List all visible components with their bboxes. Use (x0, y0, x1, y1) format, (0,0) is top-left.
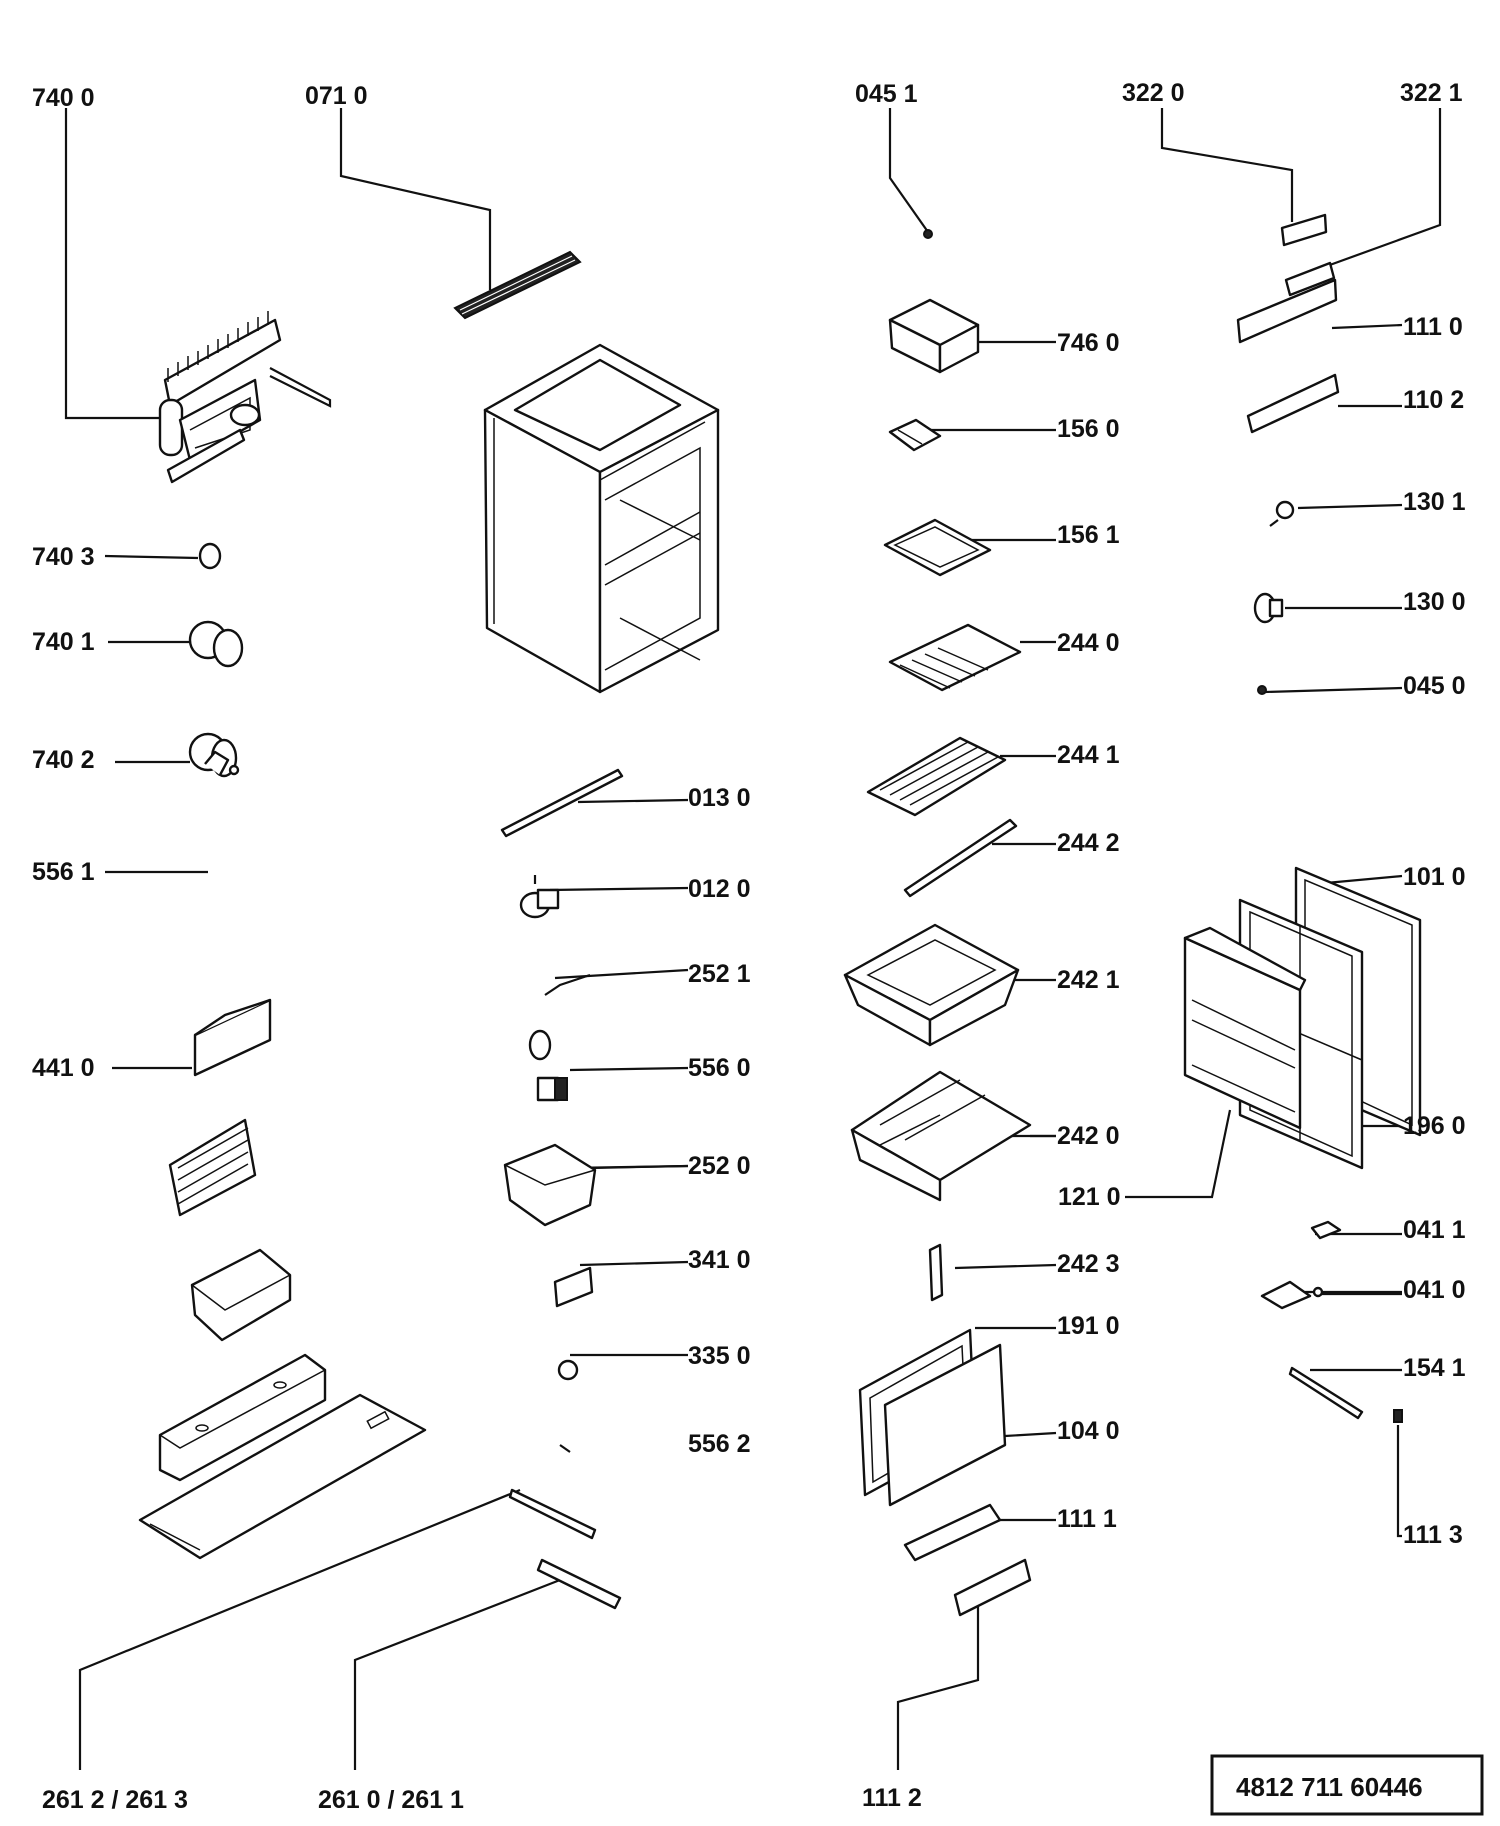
grille-drawing (453, 250, 582, 320)
bracket-322-1-drawing (1284, 261, 1336, 297)
leader-lines (64, 108, 1442, 1770)
screw-045-0-drawing (1257, 685, 1267, 695)
plate-341-0-drawing (553, 1266, 594, 1308)
label-156-1: 156 1 (1057, 521, 1120, 549)
knob-335-0-drawing (557, 1359, 579, 1381)
thermostat-knob-drawing (1269, 500, 1295, 527)
label-111-3: 111 3 (1403, 1521, 1463, 1549)
cabinet-drawing (483, 343, 720, 694)
label-156-0: 156 0 (1057, 415, 1120, 443)
label-191-0: 191 0 (1057, 1312, 1120, 1340)
label-322-1: 322 1 (1400, 79, 1463, 107)
label-746-0: 746 0 (1057, 329, 1120, 357)
label-071-0: 071 0 (305, 82, 368, 110)
label-252-1: 252 1 (688, 960, 751, 988)
label-196-0: 196 0 (1403, 1112, 1466, 1140)
strip-261-0-drawing (536, 1558, 622, 1610)
heater-block-drawing (168, 1118, 257, 1217)
thermostat-drawing (1253, 592, 1284, 624)
grommet-740-3-drawing (198, 542, 222, 570)
label-244-2: 244 2 (1057, 829, 1120, 857)
clip-556-1-drawing (204, 750, 240, 776)
label-041-0: 041 0 (1403, 1276, 1466, 1304)
label-242-3: 242 3 (1057, 1250, 1120, 1278)
door-liner-121-drawing (1183, 926, 1307, 1130)
light-housing-drawing (503, 1143, 597, 1227)
label-244-0: 244 0 (1057, 629, 1120, 657)
label-740-3: 740 3 (32, 543, 95, 571)
handle-111-2-drawing (953, 1558, 1032, 1617)
ice-tray-drawing (888, 418, 942, 452)
label-740-1: 740 1 (32, 628, 95, 656)
label-740-2: 740 2 (32, 746, 95, 774)
cap-111-3-drawing (1393, 1409, 1403, 1423)
handle-111-0-drawing (1236, 278, 1338, 344)
label-012-0: 012 0 (688, 875, 751, 903)
cooling-unit-drawing (158, 311, 332, 484)
label-740-0: 740 0 (32, 84, 95, 112)
label-104-0: 104 0 (1057, 1417, 1120, 1445)
label-041-1: 041 1 (1403, 1216, 1466, 1244)
wire-shelf-drawing (866, 736, 1007, 817)
document-number: 4812 711 60446 (1236, 1772, 1423, 1802)
handle-111-1-drawing (903, 1503, 1002, 1562)
label-101-0: 101 0 (1403, 863, 1466, 891)
pin-556-2-drawing (559, 1444, 571, 1453)
freezer-box-drawing (888, 298, 980, 374)
wire-252-1-drawing (544, 973, 591, 996)
label-130-0: 130 0 (1403, 588, 1466, 616)
label-111-0: 111 0 (1403, 313, 1463, 341)
sleeve-740-1-drawing (188, 620, 244, 668)
label-130-1: 130 1 (1403, 488, 1466, 516)
label-111-2: 111 2 (862, 1784, 922, 1812)
base-plate-drawing (138, 1393, 427, 1560)
shelf-trim-drawing (903, 818, 1018, 898)
label-556-1: 556 1 (32, 858, 95, 886)
label-261-2: 261 2 / 261 3 (42, 1786, 188, 1814)
rod-013-0-drawing (500, 768, 624, 838)
cover-441-0-drawing (193, 998, 272, 1077)
label-261-0: 261 0 / 261 1 (318, 1786, 464, 1814)
part-labels: 740 0 071 0 045 1 322 0 322 1 746 0 111 … (32, 79, 1466, 1814)
base-bar-drawing (158, 1353, 327, 1482)
label-244-1: 244 1 (1057, 741, 1120, 769)
label-252-0: 252 0 (688, 1152, 751, 1180)
clip-242-3-drawing (928, 1243, 944, 1302)
hinge-041-0-drawing (1260, 1280, 1324, 1310)
label-242-1: 242 1 (1057, 966, 1120, 994)
label-322-0: 322 0 (1122, 79, 1185, 107)
label-556-2: 556 2 (688, 1430, 751, 1458)
label-110-2: 110 2 (1403, 386, 1464, 414)
door-104-0-drawing (883, 1343, 1007, 1507)
label-154-1: 154 1 (1403, 1354, 1466, 1382)
label-441-0: 441 0 (32, 1054, 95, 1082)
label-045-1: 045 1 (855, 80, 918, 108)
bracket-322-0-drawing (1280, 213, 1328, 247)
label-121-0: 121 0 (1058, 1183, 1121, 1211)
rail-154-1-drawing (1288, 1366, 1364, 1420)
handle-110-2-drawing (1246, 373, 1340, 434)
label-013-0: 013 0 (688, 784, 751, 812)
label-242-0: 242 0 (1057, 1122, 1120, 1150)
strip-261-2-drawing (508, 1488, 597, 1540)
lamp-012-0-drawing (519, 875, 560, 919)
label-045-0: 045 0 (1403, 672, 1466, 700)
crisper-drawing (843, 923, 1020, 1047)
crisper-wire-drawing (850, 1070, 1032, 1202)
label-341-0: 341 0 (688, 1246, 751, 1274)
label-556-0: 556 0 (688, 1054, 751, 1082)
wire-shelf-small-drawing (888, 623, 1022, 692)
label-335-0: 335 0 (688, 1342, 751, 1370)
switch-556-0-drawing (528, 1029, 568, 1102)
hinge-041-1-drawing (1310, 1220, 1342, 1240)
drip-tray-drawing (883, 518, 992, 577)
burner-box-drawing (190, 1248, 292, 1342)
screw-045-1-drawing (923, 229, 933, 239)
label-111-1: 111 1 (1057, 1505, 1117, 1533)
document-number-box: 4812 711 60446 (1210, 1754, 1484, 1816)
